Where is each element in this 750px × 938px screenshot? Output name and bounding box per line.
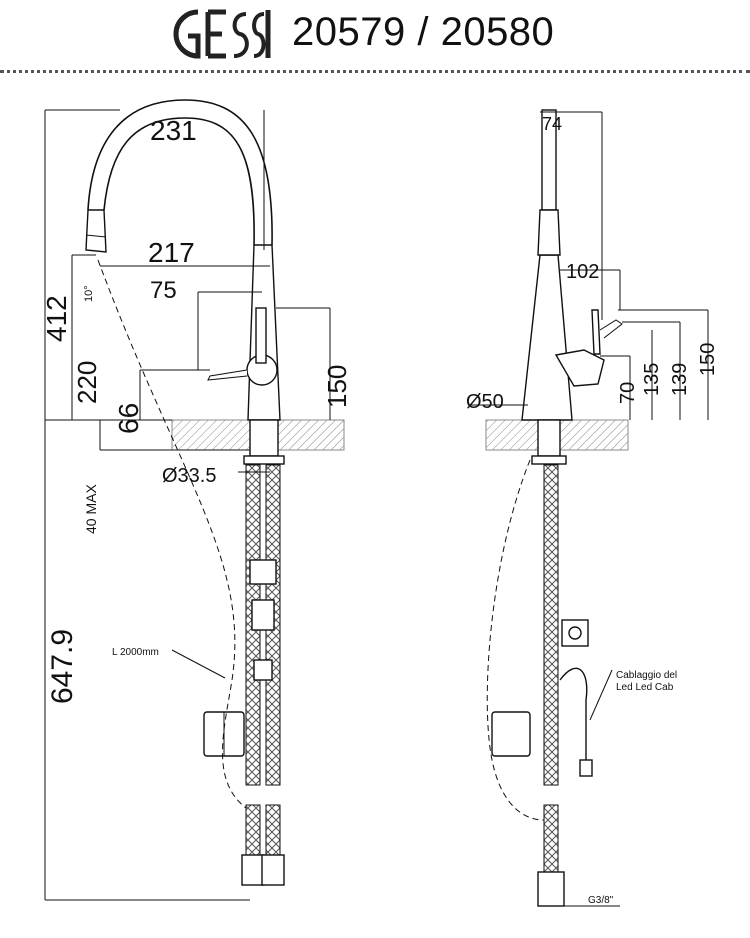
cable-label-line1: Cablaggio del: [616, 670, 677, 681]
technical-drawing: 231 217 75 10° 412 220 66 150 40 MAX Ø33…: [41, 99, 719, 907]
dim-h70: 70: [617, 382, 639, 404]
dim-spout-angle: 10°: [83, 285, 95, 302]
dim-body-height: 150: [322, 365, 352, 408]
led-cable: [559, 667, 588, 760]
side-view: [470, 109, 709, 907]
spray-head: [85, 209, 107, 253]
cable-label-line2: Led Led Cab: [616, 682, 674, 693]
dim-hose-length: 647.9: [46, 629, 79, 704]
dim-handle-height: 66: [113, 403, 144, 434]
faucet-body-side: [521, 254, 573, 421]
dim-max-thickness: 40 MAX: [83, 484, 99, 534]
dim-h135: 135: [641, 363, 663, 396]
dotted-separator: [0, 70, 750, 73]
pull-out-hose: [97, 259, 247, 809]
dim-base-diameter: Ø50: [466, 391, 504, 413]
dim-h139: 139: [669, 363, 691, 396]
dim-spout-width: 217: [148, 237, 195, 268]
dim-h150: 150: [697, 343, 719, 376]
dim-reach: 231: [150, 115, 197, 146]
front-dimension-labels: 231 217 75 10° 412 220 66 150 40 MAX Ø33…: [41, 115, 352, 704]
header: 20579 / 20580: [0, 0, 750, 70]
lever-handle: [255, 307, 267, 364]
dim-total-height: 412: [41, 295, 72, 342]
dim-handle-reach: 102: [566, 261, 599, 283]
model-number: 20579 / 20580: [292, 10, 555, 54]
dim-lever-offset: 75: [150, 277, 177, 304]
counterweight-side: [491, 711, 531, 757]
gessi-logo: [173, 9, 271, 59]
hose-side: [543, 464, 559, 786]
dim-spout-diameter: 74: [542, 114, 562, 134]
dim-lever-height: 220: [72, 361, 102, 404]
led-module: [561, 619, 589, 647]
lever-side: [554, 349, 605, 387]
side-dimension-labels: 74 102 Ø50 70 135 139 150 Cablaggio del …: [466, 114, 719, 906]
front-view: [44, 99, 345, 901]
dim-hose-label: L 2000mm: [112, 647, 159, 658]
dim-thread: G3/8": [588, 895, 614, 906]
dim-shank-diameter: Ø33.5: [162, 465, 216, 487]
gooseneck-spout: [103, 117, 255, 246]
